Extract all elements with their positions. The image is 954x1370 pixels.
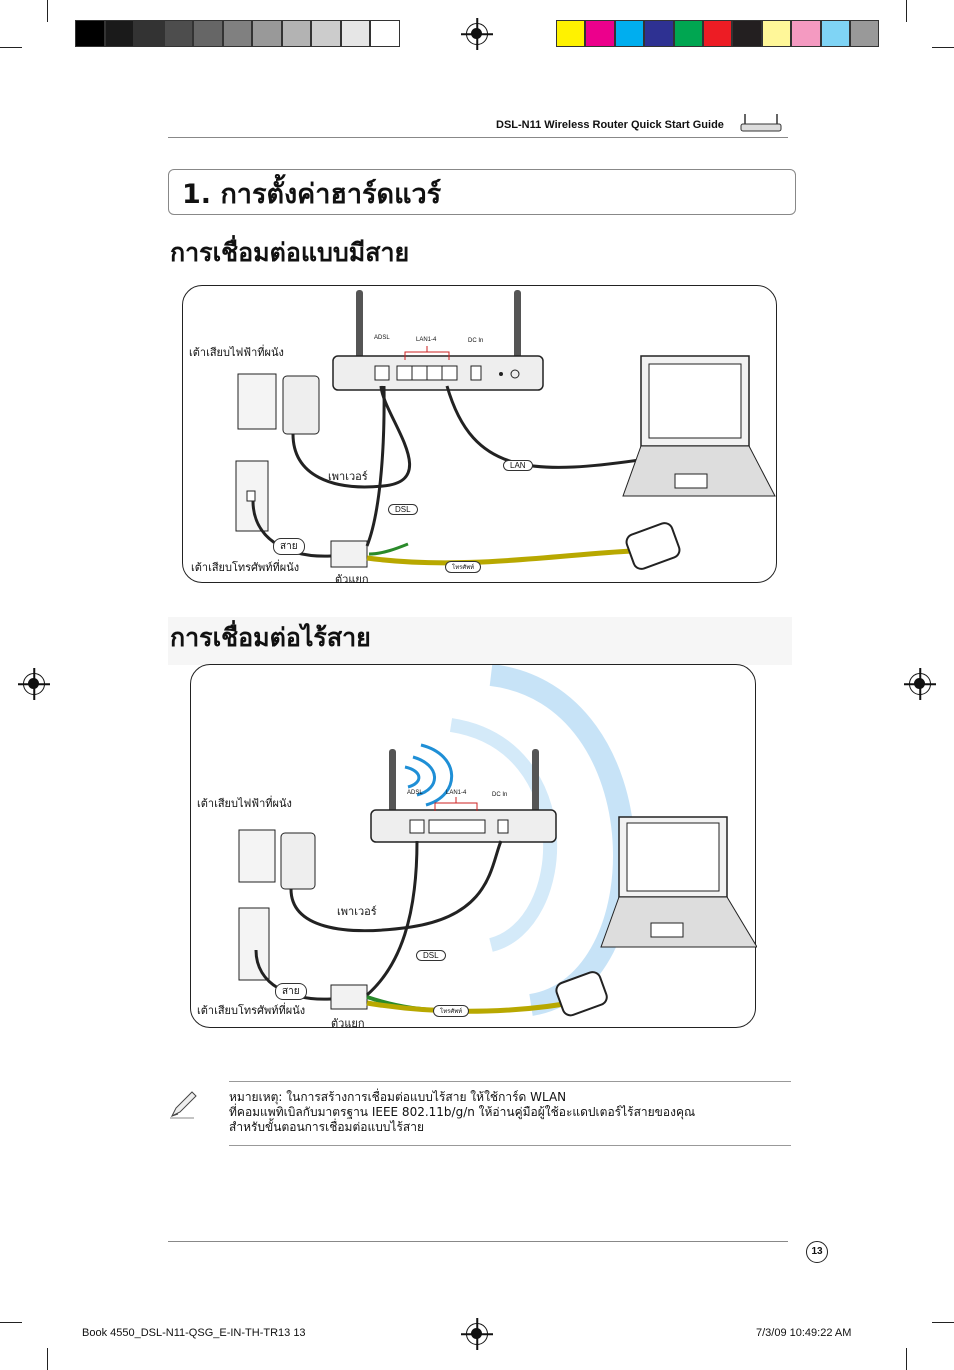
- antenna-icon: [514, 290, 521, 370]
- power-cable: [289, 840, 503, 933]
- crop-mark: [906, 0, 907, 22]
- power-label: เพาเวอร์: [337, 905, 377, 918]
- router-logo-icon: [740, 114, 782, 132]
- note-top-rule: [229, 1081, 791, 1082]
- lan-label: LAN: [503, 460, 533, 471]
- note-line-1: หมายเหตุ: ในการสร้างการเชื่อมต่อแบบไร้สา…: [229, 1090, 567, 1104]
- dsl-cable: [365, 385, 386, 547]
- power-label: เพาเวอร์: [328, 470, 368, 483]
- adsl-port-label: ADSL: [374, 335, 390, 341]
- phone-label: โทรศัพท์: [433, 1005, 470, 1017]
- power-cable: [291, 385, 411, 489]
- antenna-icon: [356, 290, 363, 370]
- power-outlet-label: เต้าเสียบไฟฟ้าที่ผนัง: [189, 346, 284, 359]
- color-swatch: [850, 20, 880, 47]
- crop-mark: [932, 47, 954, 48]
- wired-diagram: เต้าเสียบไฟฟ้าที่ผนัง เพาเวอร์ เต้าเสียบ…: [182, 285, 777, 586]
- phone-label: โทรศัพท์: [445, 561, 482, 573]
- lan-port-label: LAN1-4: [416, 337, 437, 343]
- phone-outlet-label: เต้าเสียบโทรศัพท์ที่ผนัง: [197, 1004, 306, 1017]
- crop-mark: [47, 1348, 48, 1370]
- chapter-title-box: [168, 169, 796, 215]
- line-label: สาย: [275, 983, 307, 1000]
- antenna-icon: [389, 749, 396, 819]
- wireless-diagram-art: [238, 665, 757, 1017]
- lan-port-label: LAN1-4: [446, 790, 467, 796]
- note-line-2: ที่คอมแพทิเบิลกับมาตรฐาน IEEE 802.11b/g/…: [229, 1105, 696, 1119]
- chapter-title: 1. การตั้งค่าฮาร์ดแวร์: [182, 179, 442, 210]
- crop-mark: [0, 47, 22, 48]
- telephone-icon: [625, 522, 681, 570]
- phone-outlet-icon: [238, 907, 270, 981]
- color-swatch: [614, 20, 645, 47]
- color-swatch: [791, 20, 821, 47]
- wireless-diagram: เต้าเสียบไฟฟ้าที่ผนัง เพาเวอร์ เต้าเสียบ…: [190, 664, 757, 1030]
- footer-rule: [168, 1241, 788, 1242]
- splitter-label: ตัวแยก: [331, 1017, 365, 1030]
- color-swatch: [820, 20, 850, 47]
- crop-mark: [932, 1322, 954, 1323]
- page-number: 13: [806, 1241, 828, 1263]
- registration-mark-icon: [466, 1323, 488, 1345]
- color-swatch: [703, 20, 733, 47]
- crop-mark: [906, 1348, 907, 1370]
- color-swatch: [252, 20, 282, 47]
- dc-port-label: DC In: [468, 338, 484, 344]
- crop-mark: [47, 0, 48, 22]
- color-swatch: [75, 20, 105, 47]
- wired-diagram-art: [235, 290, 776, 570]
- dsl-cable: [366, 840, 419, 997]
- power-outlet-icon: [237, 373, 277, 430]
- footer-file-slug: Book 4550_DSL-N11-QSG_E-IN-TH-TR13 13: [82, 1327, 306, 1339]
- color-swatch: [311, 20, 341, 47]
- antenna-icon: [532, 749, 539, 819]
- note-text: หมายเหตุ: ในการสร้างการเชื่อมต่อแบบไร้สา…: [229, 1090, 789, 1135]
- color-swatch: [193, 20, 223, 47]
- phone-outlet-label: เต้าเสียบโทรศัพท์ที่ผนัง: [191, 561, 300, 574]
- footer-timestamp: 7/3/09 10:49:22 AM: [756, 1327, 852, 1339]
- power-outlet-label: เต้าเสียบไฟฟ้าที่ผนัง: [197, 797, 292, 810]
- color-swatch: [585, 20, 615, 47]
- adsl-port-label: ADSL: [407, 790, 423, 796]
- registration-mark-icon: [23, 673, 45, 695]
- dc-port-label: DC In: [492, 792, 508, 798]
- color-swatch: [340, 20, 370, 47]
- line-label: สาย: [273, 538, 305, 555]
- splitter-label: ตัวแยก: [335, 573, 369, 586]
- power-adapter-icon: [282, 375, 320, 435]
- guide-title: DSL-N11 Wireless Router Quick Start Guid…: [496, 119, 724, 131]
- color-swatch: [644, 20, 674, 47]
- note-bottom-rule: [229, 1145, 791, 1146]
- splitter-icon: [330, 984, 368, 1010]
- dsl-label: DSL: [388, 504, 418, 515]
- telephone-icon: [555, 971, 608, 1017]
- registration-mark-icon: [909, 673, 931, 695]
- power-adapter-icon: [280, 832, 316, 890]
- wireless-section-title: การเชื่อมต่อไร้สาย: [170, 623, 371, 652]
- color-swatch: [556, 20, 586, 47]
- header-rule: [168, 137, 788, 138]
- wireless-signal-icon: [420, 743, 454, 807]
- registration-mark-icon: [466, 23, 488, 45]
- pen-note-icon: [170, 1091, 197, 1119]
- color-swatch: [281, 20, 311, 47]
- color-swatch: [732, 20, 762, 47]
- wired-section-title: การเชื่อมต่อแบบมีสาย: [170, 238, 410, 267]
- phone-cable: [366, 548, 634, 566]
- lan-cable: [445, 385, 654, 469]
- splitter-icon: [330, 540, 368, 568]
- crop-mark: [0, 1322, 22, 1323]
- color-swatch: [761, 20, 792, 47]
- color-swatch: [163, 20, 193, 47]
- color-swatch: [370, 20, 400, 47]
- note-line-3: สำหรับขั้นตอนการเชื่อมต่อแบบไร้สาย: [229, 1120, 424, 1134]
- color-swatch: [673, 20, 703, 47]
- color-swatch: [222, 20, 252, 47]
- power-outlet-icon: [238, 829, 276, 883]
- color-swatch: [134, 20, 164, 47]
- color-swatch: [104, 20, 134, 47]
- dsl-label: DSL: [416, 950, 446, 961]
- wireless-title-band: [168, 617, 792, 665]
